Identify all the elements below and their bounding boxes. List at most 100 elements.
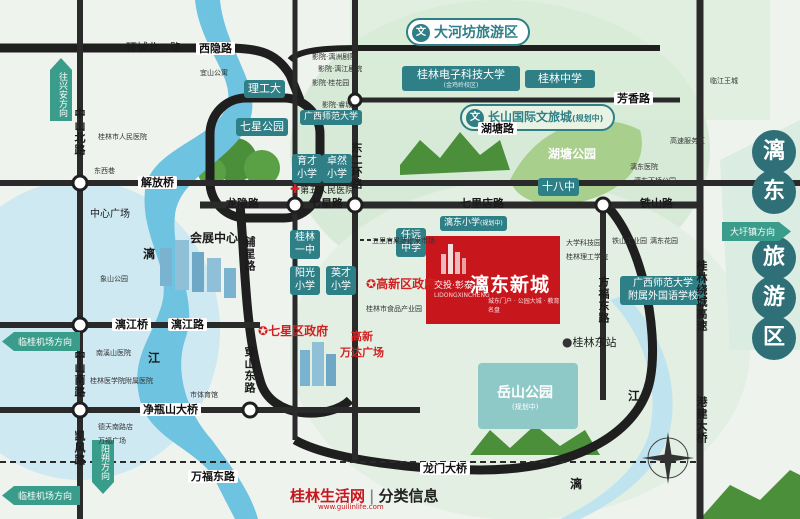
river-label-jiang: 江 xyxy=(148,351,161,365)
junction xyxy=(241,401,259,419)
arrow-lingui-1: 临桂机场方向 xyxy=(2,332,81,351)
poi-small: 漓东下桥公园 xyxy=(634,177,676,185)
school-shida[interactable]: 广西师范大学 xyxy=(300,110,363,126)
poi-small: 南溪山医院 xyxy=(96,349,131,357)
zone-qu-char: 区 xyxy=(752,316,796,360)
school-guilin-zhong[interactable]: 桂林中学 xyxy=(525,70,595,88)
road-fangxiang: 芳香路 xyxy=(614,92,653,105)
poi-small: 宜山公寓 xyxy=(200,69,228,77)
road-huancheng-bei: 环城北二路 xyxy=(126,41,181,54)
road-longyin: 龙隐路 xyxy=(226,197,259,210)
bridge-xiyin: 西隐路 xyxy=(196,42,235,55)
poi-small: 万福广场 xyxy=(98,437,126,445)
road-qixing: 七星路 xyxy=(310,197,343,210)
bridge-lijiang: 漓江桥 xyxy=(112,318,151,331)
poi-small: 桂林市人民医院 xyxy=(98,133,147,141)
project-lidong-xincheng[interactable]: 交投·彰泰 漓东新城 LIDONGXINCHENG 城东门户 · 公园大城 · … xyxy=(426,236,560,324)
guilinlife-logo: 桂林生活网 xyxy=(290,487,366,505)
river-label-li-east: 漓 xyxy=(570,477,583,491)
gaoxin-wanda[interactable]: 高新 万达广场 xyxy=(340,330,384,359)
school-shida-fuwai[interactable]: 广西师范大学 附属外国语学校 xyxy=(620,276,706,305)
zone-lv-char: 旅 xyxy=(752,236,796,280)
arrow-xingan: 往兴安方向 xyxy=(50,58,72,121)
wanda-buildings xyxy=(300,342,336,386)
junction xyxy=(71,316,89,334)
zone-you-char: 游 xyxy=(752,276,796,320)
school-yingcai[interactable]: 英才 小学 xyxy=(326,266,356,295)
poi-small: 桂林医学院附属医院 xyxy=(90,377,153,385)
poi-small: 德天南路店 xyxy=(98,423,133,431)
poi-small: 影院·漓江剧院 xyxy=(318,65,363,73)
southeast-hills xyxy=(700,470,800,519)
li-river xyxy=(137,0,258,519)
qixing-gov[interactable]: ✪七星区政府 xyxy=(258,324,329,338)
junction xyxy=(347,92,363,108)
poi-small: 影院·睿城 xyxy=(322,101,353,109)
poi-small: 桂林市食品产业园 xyxy=(366,305,422,313)
poi-small: 临江王城 xyxy=(710,77,738,85)
poi-small: 桂林理工学院 xyxy=(566,253,608,261)
road-fangfu-dong: 方福东路 xyxy=(597,276,610,324)
zone-li-char: 漓 xyxy=(752,130,796,174)
road-chuanshan-dong: 穿山东路 xyxy=(243,346,256,394)
guilin-east-station[interactable]: ●桂林东站 xyxy=(562,335,617,349)
school-zhuoran[interactable]: 卓然 小学 xyxy=(322,154,352,183)
poi-small: 影院·漓洲剧院 xyxy=(312,53,357,61)
poi-small: 铁山工业园 xyxy=(612,237,647,245)
hutang-park-label[interactable]: 湖塘公园 xyxy=(548,147,597,161)
footer-watermark: 桂林生活网|分类信息 www.guilinlife.com xyxy=(290,487,439,511)
zhongxin-guangchang[interactable]: 中心广场 xyxy=(90,209,130,220)
fifth-hospital[interactable]: ✚第五人民医院 xyxy=(290,182,355,196)
zone-dong-char: 东 xyxy=(752,170,796,214)
project-skyline-icon xyxy=(441,244,466,274)
junction xyxy=(346,196,364,214)
road-kaifeng: 凯风路 xyxy=(73,430,86,466)
road-hutang: 湖塘路 xyxy=(478,122,517,135)
junction xyxy=(71,401,89,419)
tourism-icon: 文 xyxy=(412,24,430,42)
road-lijiang: 漓江路 xyxy=(168,318,207,331)
bridge-gangjian: 港建大桥 xyxy=(695,396,708,444)
school-ligong[interactable]: 理工大 xyxy=(244,80,285,98)
school-renyuan[interactable]: 任远 中学 xyxy=(396,228,426,257)
road-fuxing: 辅星路 xyxy=(243,236,256,272)
river-label-jiang-east: 江 xyxy=(628,389,641,403)
school-lidong-primary[interactable]: 漓东小学(规划中) xyxy=(440,216,507,232)
junction xyxy=(594,196,612,214)
zone-dahefang[interactable]: 文大河坊旅游区 xyxy=(406,18,530,46)
junction xyxy=(286,196,304,214)
poi-small: 影院·桂花园 xyxy=(312,79,350,87)
road-zhongshan-bei: 中山北路 xyxy=(73,108,86,156)
school-yucai[interactable]: 育才 小学 xyxy=(292,154,322,183)
poi-small: 大学科技园 xyxy=(566,239,601,247)
poi-small: 东西巷 xyxy=(94,167,115,175)
huizhan-center[interactable]: 会展中心 xyxy=(190,231,239,245)
bridge-longmen: 龙门大桥 xyxy=(420,462,470,475)
huizhan-buildings xyxy=(160,240,236,298)
school-guilin-yizhong[interactable]: 桂林 一中 xyxy=(290,230,320,259)
poi-small: 五里店果蔬批发市场 xyxy=(372,237,435,245)
arrow-lingui-2: 临桂机场方向 xyxy=(2,486,81,505)
bridge-jiefang: 解放桥 xyxy=(138,176,177,189)
school-guidian[interactable]: 桂林电子科技大学 (金鸡岭校区) xyxy=(402,66,520,92)
poi-small: 漓东医院 xyxy=(630,163,658,171)
school-yangguang[interactable]: 阳光 小学 xyxy=(290,266,320,295)
road-zhongshan-nan: 中山南路 xyxy=(73,350,86,398)
changshan-hills xyxy=(400,132,510,175)
qixing-park-label[interactable]: 七星公园 xyxy=(236,118,288,136)
poi-small: 漓东花园 xyxy=(650,237,678,245)
yueshan-park-label[interactable]: 岳山公园 xyxy=(497,385,553,401)
river-label-li: 漓 xyxy=(143,247,156,261)
school-shiba-zhong[interactable]: 十八中 xyxy=(538,178,579,196)
bridge-jingping: 净瓶山大桥 xyxy=(140,403,201,416)
qixing-park-trees-2 xyxy=(244,150,280,186)
poi-small: 象山公园 xyxy=(100,275,128,283)
road-tieshan: 铁山路 xyxy=(640,197,673,210)
train-icon: ● xyxy=(562,335,573,349)
compass xyxy=(642,432,694,484)
hospital-icon: ✚ xyxy=(290,182,301,196)
gaoxin-gov[interactable]: ✪高新区政府 xyxy=(366,277,437,291)
road-dong-er-huan: 东二环路 xyxy=(350,142,363,190)
poi-small: 市体育馆 xyxy=(190,391,218,399)
